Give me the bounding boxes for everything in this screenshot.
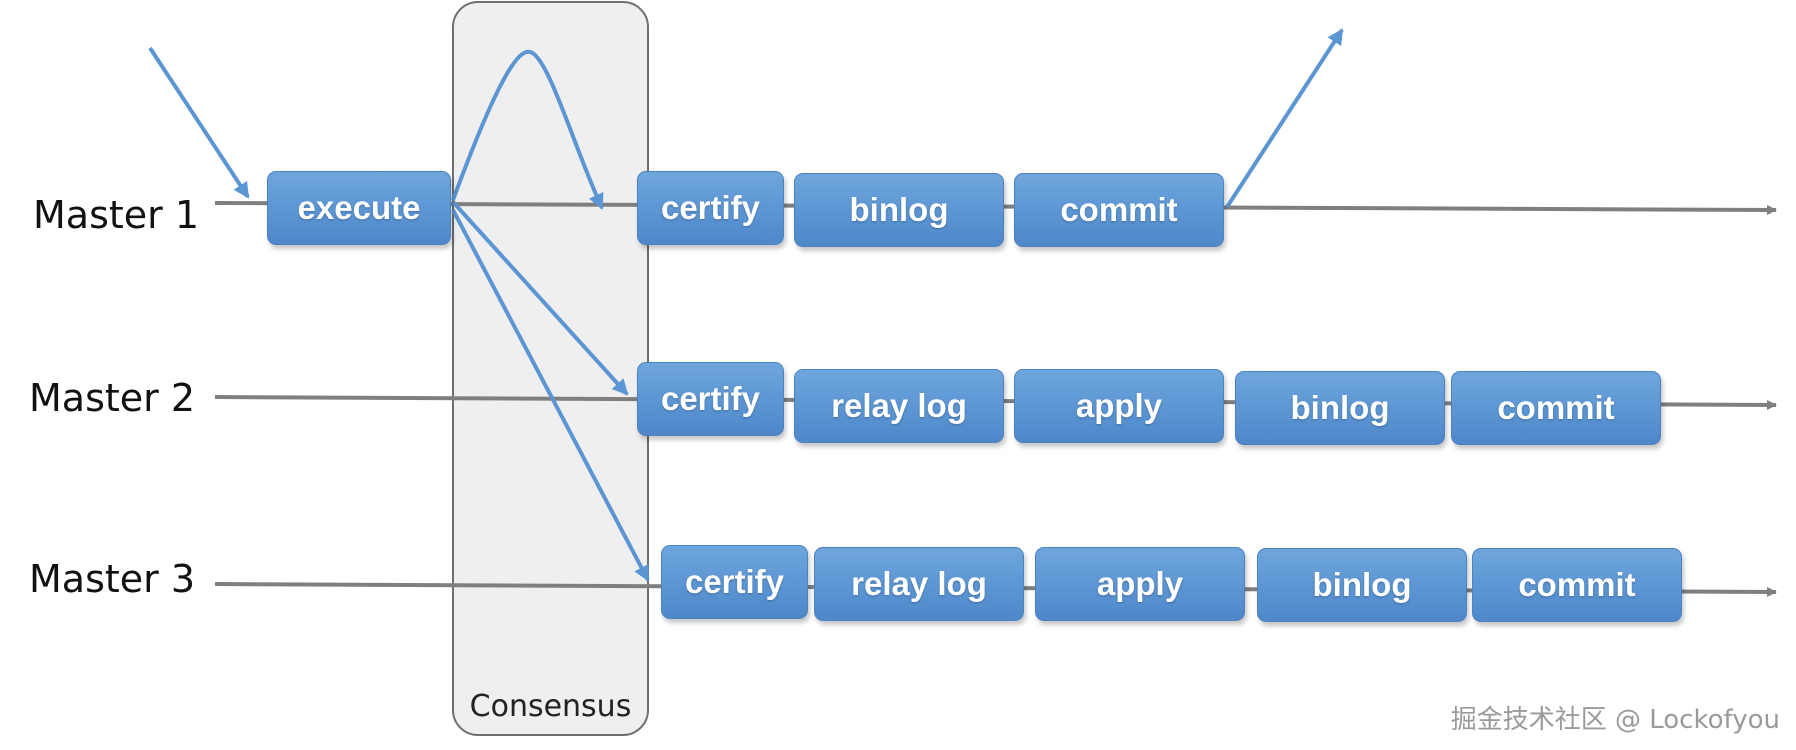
master-1-step-execute: execute (267, 171, 451, 245)
master-3-step-apply: apply (1035, 547, 1245, 621)
master-2-step-commit: commit (1451, 371, 1661, 445)
incoming-arrow (148, 46, 250, 199)
master-1-label: Master 1 (33, 193, 200, 237)
master-2-step-relay-log: relay log (794, 369, 1004, 443)
master-3-step-relay-log: relay log (814, 547, 1024, 621)
consensus-arrow-master-3 (451, 209, 650, 582)
watermark: 掘金技术社区 @ Lockofyou (1450, 705, 1780, 735)
master-1-step-certify: certify (637, 171, 784, 245)
consensus-loop-arrow (451, 49, 604, 210)
master-3-label: Master 3 (29, 557, 196, 601)
master-1-step-binlog: binlog (794, 173, 1004, 247)
outgoing-arrow (1225, 28, 1344, 209)
master-2-label: Master 2 (29, 376, 196, 420)
consensus-label: Consensus (469, 689, 632, 724)
master-2-step-binlog: binlog (1235, 371, 1445, 445)
consensus-arrow-master-2 (451, 200, 629, 396)
master-1-step-commit: commit (1014, 173, 1224, 247)
master-3-step-commit: commit (1472, 548, 1682, 622)
master-3-step-binlog: binlog (1257, 548, 1467, 622)
master-2-step-apply: apply (1014, 369, 1224, 443)
master-3-step-certify: certify (661, 545, 808, 619)
master-2-step-certify: certify (637, 362, 784, 436)
